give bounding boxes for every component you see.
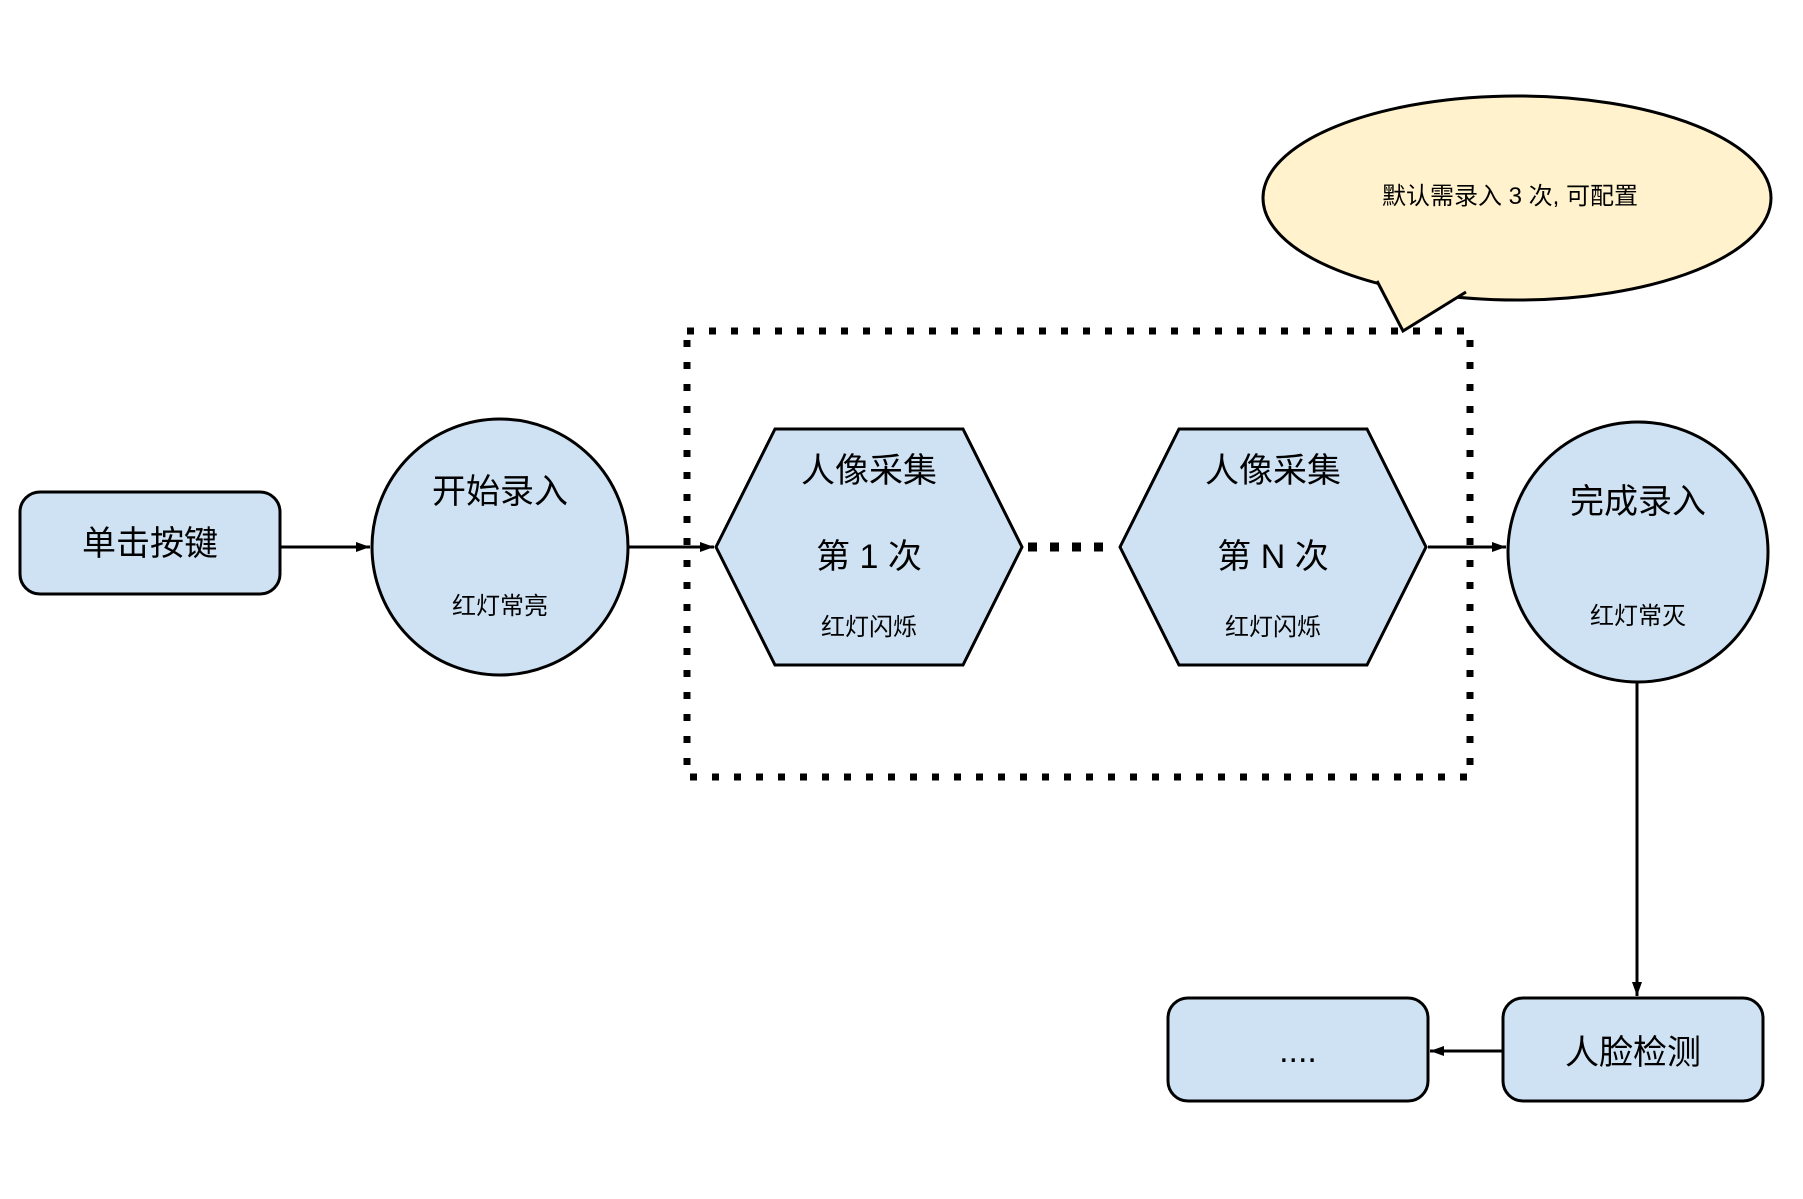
- node-finish-enroll: 完成录入 红灯常灭: [1506, 420, 1770, 684]
- node-start-enroll-shape: [370, 417, 630, 677]
- node-capture-1: 人像采集 第 1 次 红灯闪烁: [714, 427, 1024, 667]
- annotation-text: 默认需录入 3 次, 可配置: [1382, 183, 1638, 210]
- node-finish-enroll-subtitle: 红灯常灭: [1590, 603, 1686, 630]
- node-capture-n-shape: [1118, 427, 1428, 667]
- node-capture-1-title: 人像采集: [801, 452, 937, 490]
- node-finish-enroll-title: 完成录入: [1570, 483, 1706, 521]
- node-capture-n: 人像采集 第 N 次 红灯闪烁: [1118, 427, 1428, 667]
- node-capture-1-shape: [714, 427, 1024, 667]
- node-click-button-shape: [18, 490, 282, 596]
- node-capture-1-count: 第 1 次: [816, 538, 922, 576]
- node-finish-enroll-shape: [1506, 420, 1770, 684]
- node-click-button-label: 单击按键: [82, 525, 218, 563]
- node-more-label: ....: [1279, 1032, 1317, 1070]
- node-capture-n-subtitle: 红灯闪烁: [1225, 614, 1321, 641]
- node-capture-n-title: 人像采集: [1205, 452, 1341, 490]
- annotation-bubble: 默认需录入 3 次, 可配置: [1261, 94, 1773, 334]
- node-more: ....: [1166, 996, 1430, 1103]
- node-start-enroll-title: 开始录入: [432, 473, 568, 511]
- node-face-detect: 人脸检测: [1501, 996, 1765, 1103]
- annotation-bubble-tail: [1375, 280, 1467, 334]
- node-face-detect-shape: [1501, 996, 1765, 1103]
- node-start-enroll: 开始录入 红灯常亮: [370, 417, 630, 677]
- node-capture-n-count: 第 N 次: [1217, 538, 1328, 576]
- node-start-enroll-subtitle: 红灯常亮: [452, 593, 548, 620]
- node-more-shape: [1166, 996, 1430, 1103]
- annotation-bubble-ellipse: [1261, 94, 1773, 302]
- node-click-button: 单击按键: [18, 490, 282, 596]
- node-capture-1-subtitle: 红灯闪烁: [821, 614, 917, 641]
- node-face-detect-label: 人脸检测: [1565, 1034, 1701, 1072]
